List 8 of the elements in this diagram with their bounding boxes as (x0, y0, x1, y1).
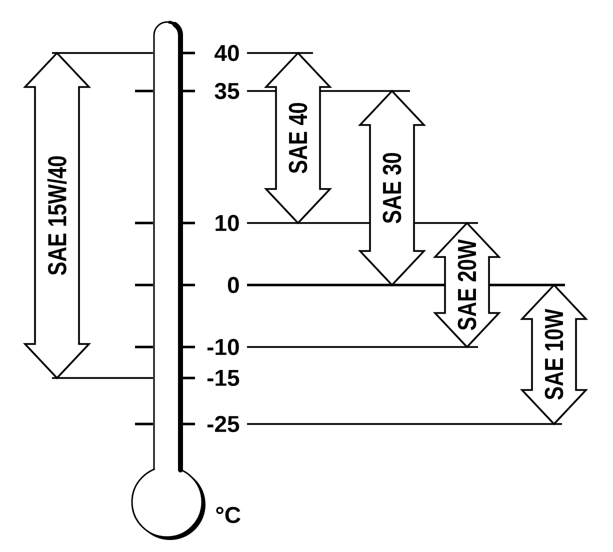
temperature-label: 0 (228, 276, 239, 294)
unit-label: °C (216, 506, 240, 524)
temperature-label: -10 (207, 338, 239, 356)
temperature-label: -15 (207, 370, 240, 386)
temperature-label: -25 (207, 416, 240, 432)
temperature-label: 40 (214, 44, 239, 62)
temperature-label: 10 (216, 214, 239, 232)
temperature-label: 35 (214, 82, 240, 100)
